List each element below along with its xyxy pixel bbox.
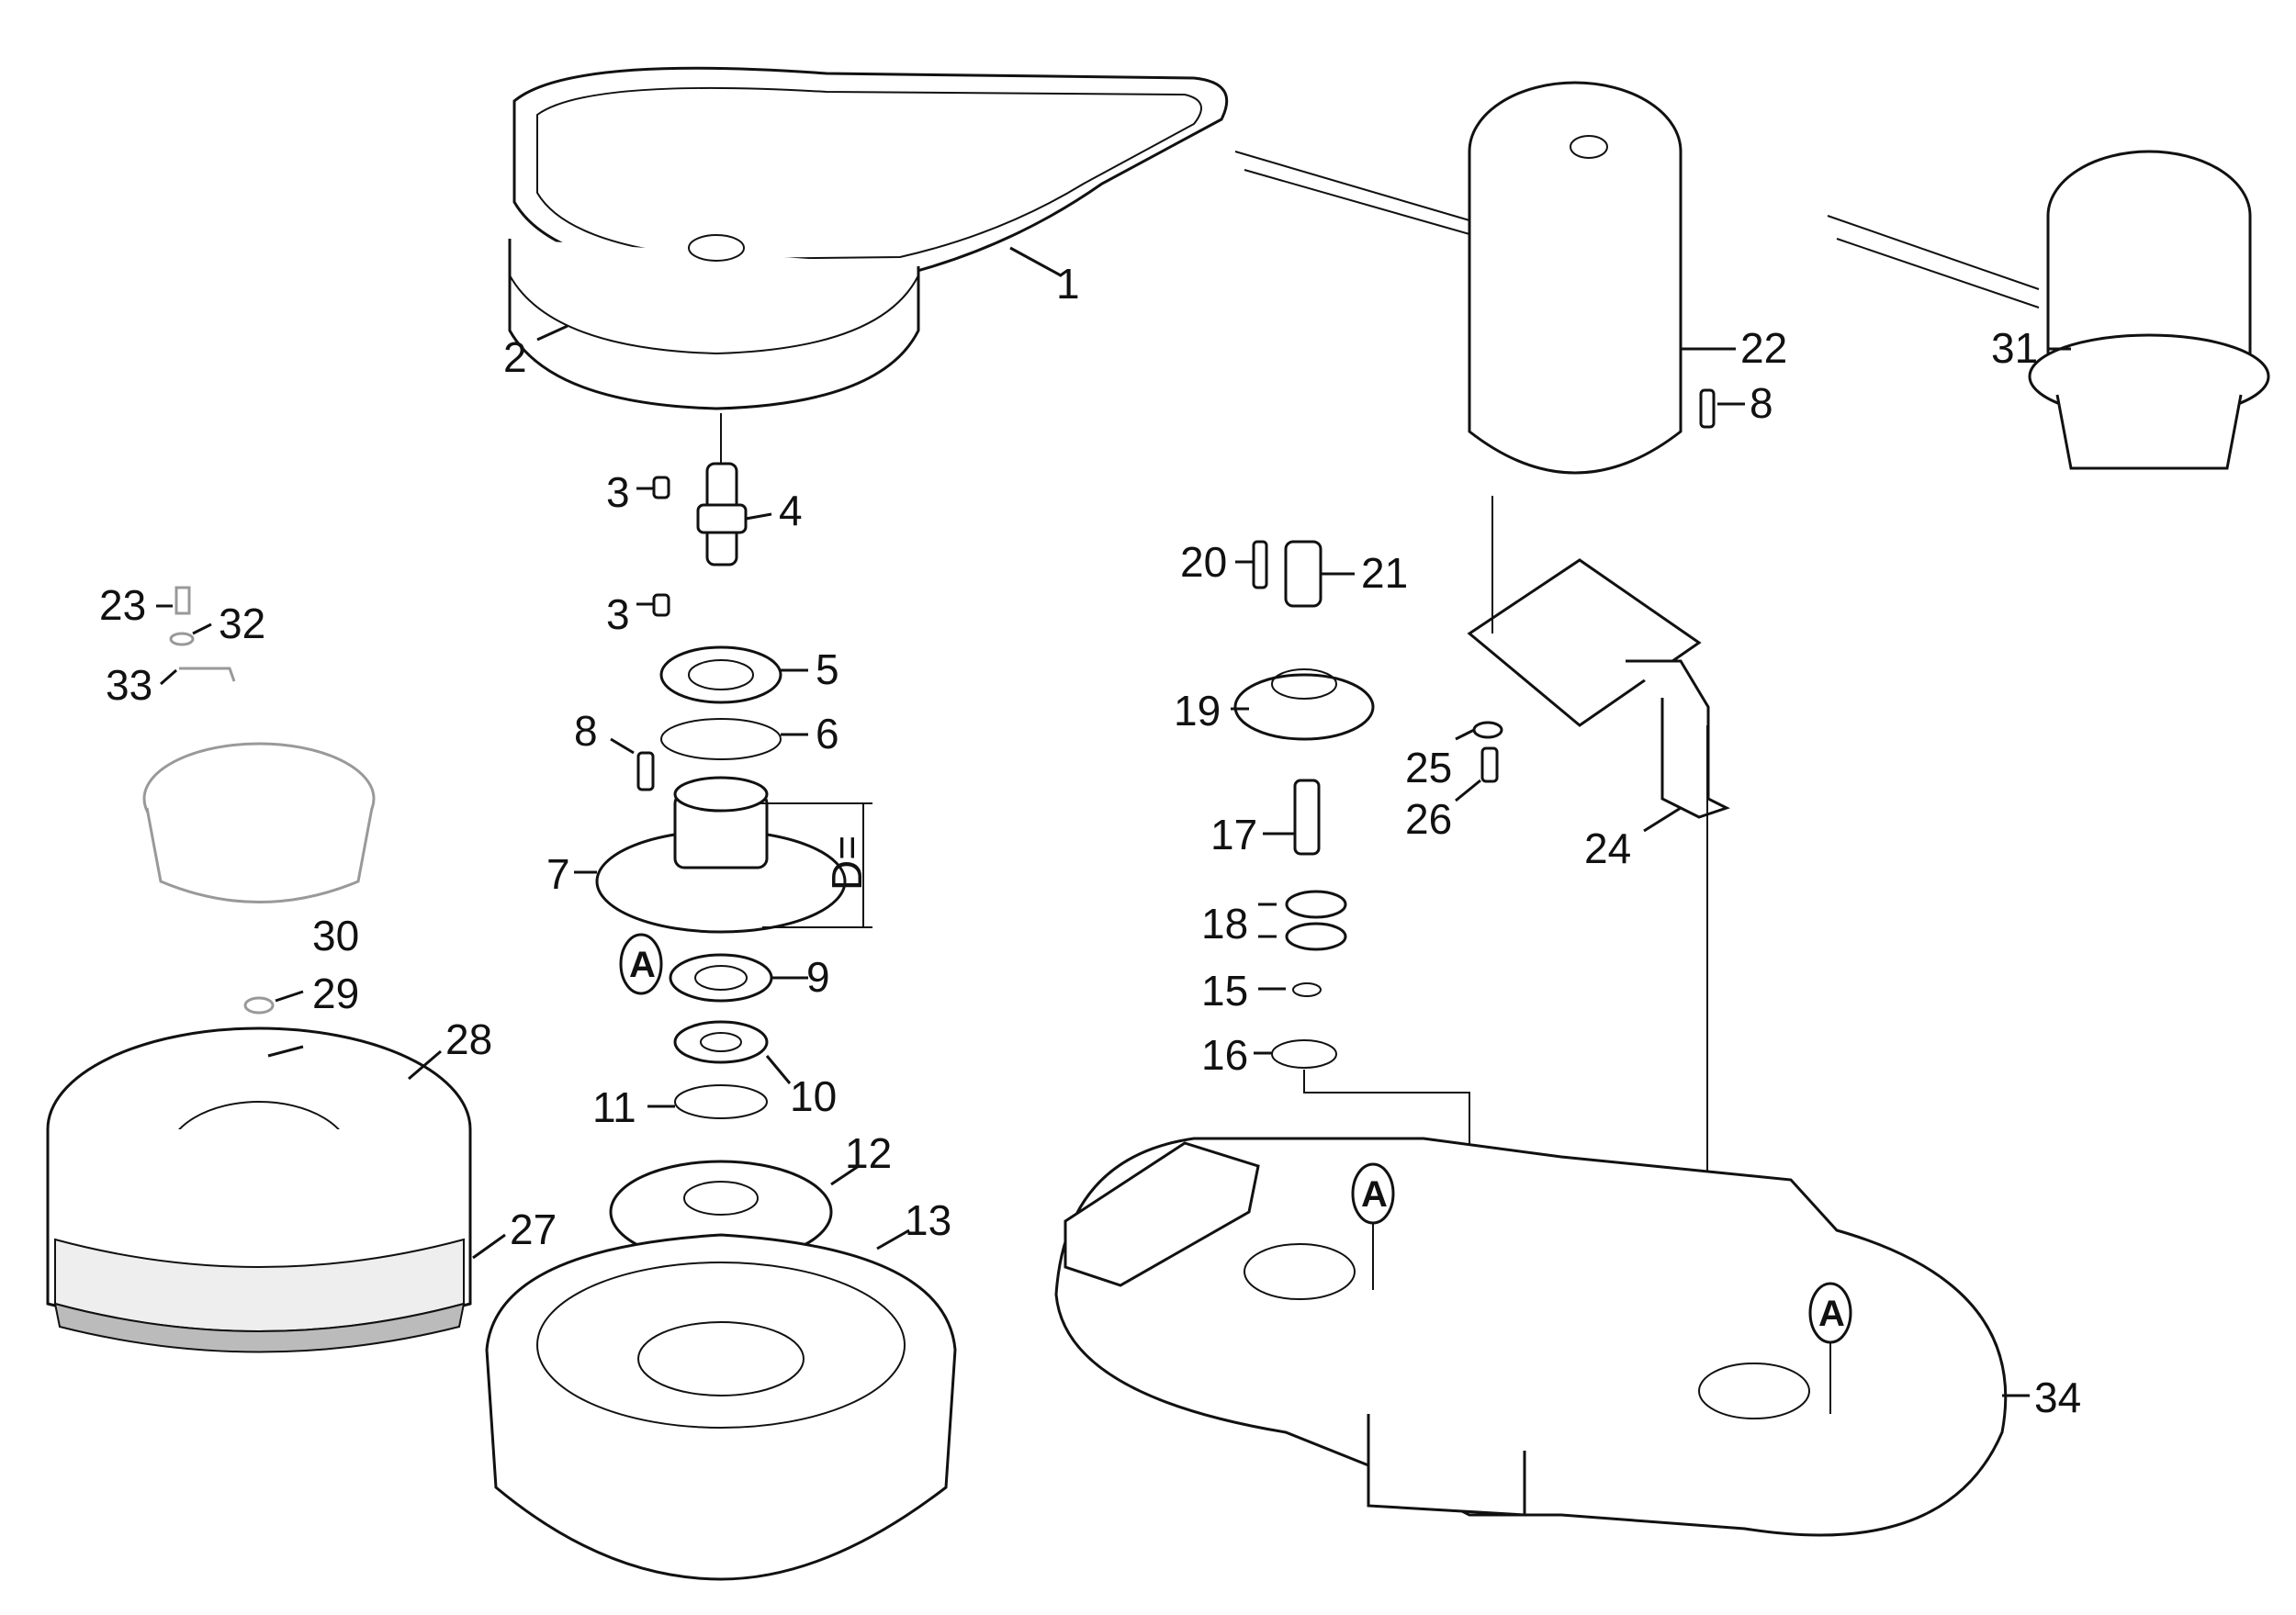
callout-label: 8 bbox=[1750, 379, 1773, 427]
callout-label: 19 bbox=[1174, 687, 1221, 735]
callout-label: 25 bbox=[1405, 744, 1452, 791]
seal-ring bbox=[673, 1020, 769, 1064]
callout-label: 28 bbox=[445, 1015, 492, 1063]
circlip-lower bbox=[674, 1084, 768, 1119]
callout-label: 2 bbox=[503, 333, 527, 381]
drive-belt bbox=[512, 66, 1229, 277]
scrubbing-brush bbox=[485, 1233, 957, 1581]
pad-holder bbox=[46, 1026, 472, 1353]
vacuum-motor bbox=[1827, 150, 2270, 470]
callout-label: 26 bbox=[1405, 795, 1452, 843]
callout-labels: 1 2 3 4 3 5 6 8 7 9 10 11 12 13 23 32 33… bbox=[99, 260, 2081, 1421]
callout-label: 27 bbox=[510, 1206, 557, 1253]
callout-label: 33 bbox=[106, 661, 152, 709]
callout-label: 32 bbox=[219, 600, 265, 647]
reference-mark: A bbox=[1808, 1282, 1852, 1414]
leader-lines bbox=[156, 246, 2071, 1397]
chassis-plate bbox=[1054, 1137, 2008, 1537]
reference-mark-label: A bbox=[629, 945, 656, 985]
drive-shaft bbox=[652, 413, 748, 617]
callout-label: 15 bbox=[1201, 967, 1248, 1015]
motor-bracket bbox=[1467, 388, 1730, 1175]
lower-bearing bbox=[669, 953, 773, 1003]
callout-label: 34 bbox=[2034, 1374, 2081, 1421]
circlip-upper bbox=[660, 718, 782, 760]
motor-shaft-parts bbox=[1233, 540, 1470, 1304]
callout-label: 31 bbox=[1991, 324, 2038, 372]
brush-motor bbox=[1234, 81, 1683, 475]
callout-label: 12 bbox=[845, 1129, 892, 1177]
callout-label: 7 bbox=[546, 850, 570, 898]
callout-label: 24 bbox=[1584, 824, 1631, 872]
screw-flange bbox=[636, 751, 655, 791]
callout-label: 23 bbox=[99, 581, 146, 629]
bearing-flange bbox=[595, 776, 872, 934]
callout-label: 9 bbox=[806, 953, 830, 1001]
reference-mark-label: A bbox=[1361, 1174, 1388, 1215]
reference-mark-label: A bbox=[1818, 1294, 1845, 1334]
callout-label: 10 bbox=[790, 1072, 837, 1120]
reference-mark: A bbox=[619, 933, 663, 995]
callout-label: 30 bbox=[312, 912, 359, 959]
brush-hub bbox=[609, 1160, 833, 1264]
callout-label: 5 bbox=[816, 645, 839, 693]
callout-label: 1 bbox=[1056, 260, 1080, 308]
callout-label: 22 bbox=[1740, 324, 1787, 372]
toothed-pulley bbox=[508, 234, 920, 410]
callout-label: 6 bbox=[816, 710, 839, 757]
upper-bearing bbox=[659, 645, 782, 704]
callout-label: 11 bbox=[592, 1083, 636, 1131]
callout-label: 8 bbox=[574, 707, 598, 755]
callout-label: 21 bbox=[1361, 549, 1408, 597]
callout-label: 29 bbox=[312, 970, 359, 1017]
callout-label: 4 bbox=[779, 487, 803, 534]
dimension-label: D= bbox=[823, 836, 871, 891]
callout-label: 16 bbox=[1201, 1031, 1248, 1079]
callout-label: 13 bbox=[905, 1196, 951, 1244]
reference-mark: A bbox=[1351, 1162, 1395, 1290]
callout-label: 18 bbox=[1201, 900, 1248, 948]
callout-label: 17 bbox=[1210, 811, 1257, 858]
callout-label: 3 bbox=[606, 468, 630, 516]
callout-label: 20 bbox=[1180, 538, 1227, 586]
callout-label: 3 bbox=[606, 590, 630, 638]
